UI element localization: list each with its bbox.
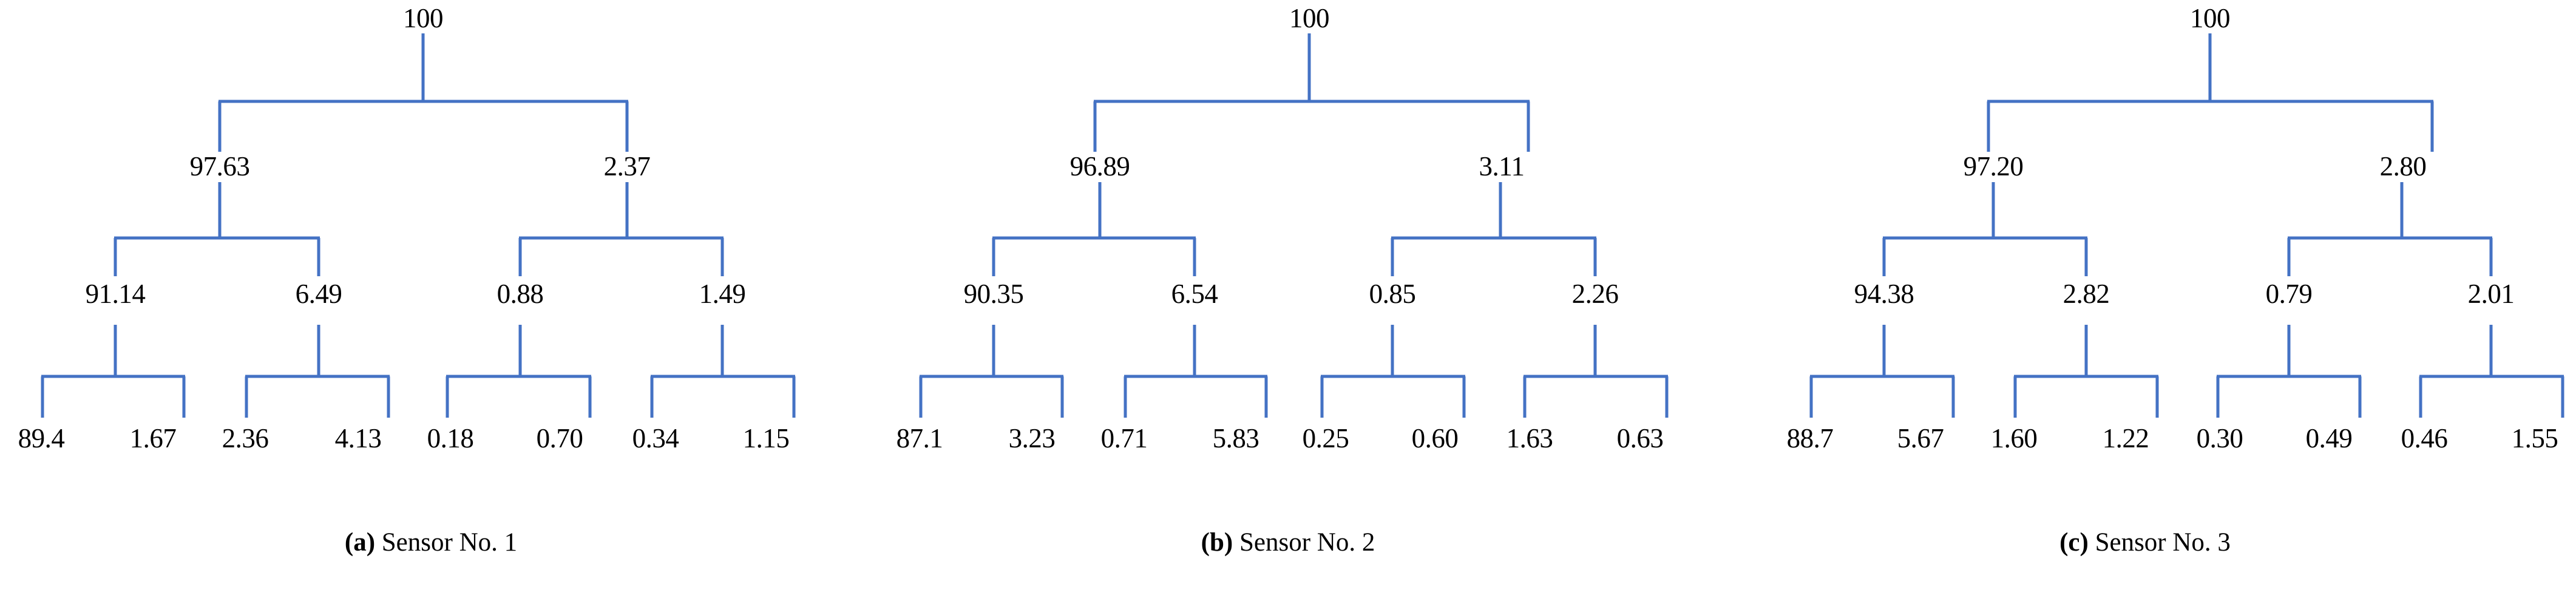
node-l2-1: 6.54 [1171,279,1218,309]
panel-caption-c: (c) Sensor No. 3 [1714,528,2576,557]
node-leaf-1: 5.67 [1897,423,1944,453]
node-root: 100 [2190,3,2231,33]
panel-caption-text-a: Sensor No. 1 [375,528,518,557]
node-leaf-1: 1.67 [129,423,177,453]
node-l1-left: 96.89 [1069,151,1130,182]
node-leaf-3: 4.13 [334,423,382,453]
panel-caption-text-b: Sensor No. 2 [1233,528,1375,557]
node-l2-2: 0.85 [1369,279,1416,309]
node-layer-panel-b: 100 96.89 3.11 90.35 6.54 0.85 2.26 87.1… [857,0,1719,504]
node-root: 100 [403,3,444,33]
node-leaf-5: 0.60 [1411,423,1459,453]
node-root: 100 [1289,3,1330,33]
tree-connectors-panel-c [1809,33,2564,418]
node-l1-right: 2.80 [2379,151,2427,182]
panel-sensor-1: 100 97.63 2.37 91.14 6.49 0.88 1.49 89.4… [0,0,862,601]
node-l2-0: 94.38 [1854,279,1914,309]
panel-sensor-3: 100 97.20 2.80 94.38 2.82 0.79 2.01 88.7… [1714,0,2576,601]
node-leaf-0: 88.7 [1786,423,1834,453]
node-l2-2: 0.88 [497,279,544,309]
node-l2-3: 2.01 [2467,279,2515,309]
node-l2-2: 0.79 [2265,279,2313,309]
node-l1-right: 2.37 [603,151,651,182]
node-leaf-1: 3.23 [1008,423,1056,453]
node-leaf-2: 0.71 [1100,423,1148,453]
node-leaf-5: 0.70 [536,423,583,453]
node-leaf-2: 2.36 [222,423,269,453]
node-layer-panel-a: 100 97.63 2.37 91.14 6.49 0.88 1.49 89.4… [0,0,862,504]
node-l1-left: 97.20 [1963,151,2024,182]
panel-caption-tag-b: (b) [1201,528,1233,557]
node-leaf-4: 0.30 [2196,423,2243,453]
panel-caption-a: (a) Sensor No. 1 [0,528,862,557]
node-l1-right: 3.11 [1479,151,1525,182]
panel-caption-tag-c: (c) [2059,528,2089,557]
node-l2-3: 1.49 [699,279,746,309]
node-leaf-7: 1.15 [742,423,790,453]
node-leaf-4: 0.25 [1302,423,1349,453]
node-l1-left: 97.63 [189,151,250,182]
node-leaf-0: 89.4 [18,423,65,453]
node-leaf-2: 1.60 [1990,423,2038,453]
node-leaf-6: 0.34 [632,423,679,453]
tree-connectors-panel-b [919,33,1669,418]
node-leaf-7: 1.55 [2511,423,2558,453]
node-leaf-6: 0.46 [2401,423,2448,453]
panel-caption-b: (b) Sensor No. 2 [857,528,1719,557]
node-layer-panel-c: 100 97.20 2.80 94.38 2.82 0.79 2.01 88.7… [1714,0,2576,504]
node-leaf-3: 1.22 [2102,423,2149,453]
node-leaf-0: 87.1 [896,423,943,453]
node-l2-0: 91.14 [85,279,146,309]
node-l2-1: 2.82 [2062,279,2110,309]
panel-caption-tag-a: (a) [344,528,376,557]
node-leaf-6: 1.63 [1506,423,1553,453]
node-leaf-5: 0.49 [2305,423,2353,453]
node-leaf-3: 5.83 [1212,423,1259,453]
panel-caption-text-c: Sensor No. 3 [2088,528,2231,557]
node-leaf-4: 0.18 [427,423,474,453]
node-leaf-7: 0.63 [1616,423,1664,453]
node-l2-1: 6.49 [295,279,342,309]
panel-sensor-2: 100 96.89 3.11 90.35 6.54 0.85 2.26 87.1… [857,0,1719,601]
node-l2-0: 90.35 [963,279,1024,309]
tree-connectors-panel-a [41,33,796,418]
node-l2-3: 2.26 [1571,279,1619,309]
